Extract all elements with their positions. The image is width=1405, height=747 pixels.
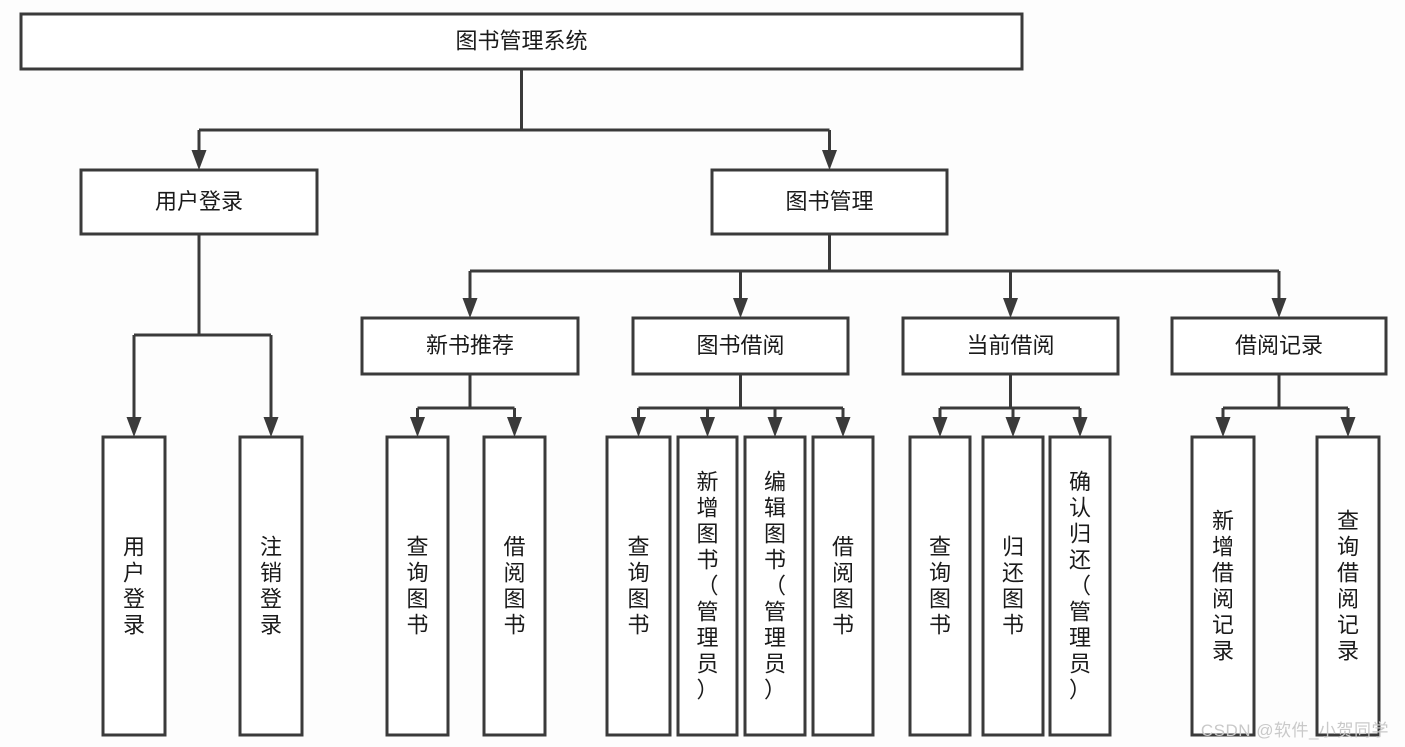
arrow-head-icon: [1340, 417, 1356, 437]
node-box[interactable]: [743, 435, 807, 737]
node-box[interactable]: [19, 12, 1024, 71]
node-label: 编辑图书（管理员）: [764, 469, 786, 702]
arrow-head-icon: [507, 417, 522, 437]
node-label: 查询图书: [929, 534, 951, 637]
arrow-head-icon: [700, 417, 715, 437]
node-label: 借阅记录: [1235, 333, 1323, 358]
node-label: 查询借阅记录: [1337, 508, 1359, 663]
node-box[interactable]: [1170, 316, 1388, 376]
node-leaf_7[interactable]: 借阅图书: [811, 435, 875, 737]
node-box[interactable]: [631, 316, 850, 376]
connector-group: [462, 234, 1287, 318]
arrow-head-icon: [1271, 298, 1287, 318]
node-box[interactable]: [605, 435, 672, 737]
node-label: 新书推荐: [426, 333, 514, 358]
arrow-head-icon: [835, 417, 851, 437]
node-l2_0[interactable]: 新书推荐: [360, 316, 580, 376]
connector-group: [631, 374, 851, 437]
arrow-head-icon: [733, 298, 748, 318]
node-box[interactable]: [908, 435, 972, 737]
arrow-head-icon: [767, 417, 783, 437]
node-leaf_6[interactable]: 编辑图书（管理员）: [743, 435, 807, 737]
node-leaf_2[interactable]: 查询图书: [385, 435, 450, 737]
node-leaf_0[interactable]: 用户登录: [101, 435, 167, 737]
node-l2_3[interactable]: 借阅记录: [1170, 316, 1388, 376]
node-root[interactable]: 图书管理系统: [19, 12, 1024, 71]
node-leaf_1[interactable]: 注销登录: [238, 435, 304, 737]
node-leaf_12[interactable]: 查询借阅记录: [1315, 435, 1381, 737]
node-label: 新增图书（管理员）: [696, 469, 718, 702]
connector-group: [1215, 374, 1356, 437]
node-leaf_11[interactable]: 新增借阅记录: [1190, 435, 1256, 737]
arrow-head-icon: [932, 417, 948, 437]
node-leaf_4[interactable]: 查询图书: [605, 435, 672, 737]
node-label: 借阅图书: [832, 534, 854, 637]
connector-group: [932, 374, 1088, 437]
node-l2_2[interactable]: 当前借阅: [901, 316, 1120, 376]
node-box[interactable]: [981, 435, 1045, 737]
node-box[interactable]: [79, 168, 319, 236]
node-box[interactable]: [811, 435, 875, 737]
arrow-head-icon: [126, 417, 142, 437]
node-label: 图书借阅: [696, 333, 784, 358]
node-leaf_10[interactable]: 确认归还（管理员）: [1048, 435, 1112, 737]
node-box[interactable]: [101, 435, 167, 737]
node-box[interactable]: [360, 316, 580, 376]
node-label: 查询图书: [406, 534, 428, 637]
node-label: 借阅图书: [503, 534, 525, 637]
node-box[interactable]: [1048, 435, 1112, 737]
arrow-head-icon: [462, 298, 478, 318]
node-label: 图书管理: [785, 189, 873, 214]
node-leaf_3[interactable]: 借阅图书: [482, 435, 547, 737]
node-box[interactable]: [1190, 435, 1256, 737]
arrow-head-icon: [410, 417, 425, 437]
node-box[interactable]: [1315, 435, 1381, 737]
node-box[interactable]: [482, 435, 547, 737]
arrow-head-icon: [1215, 417, 1231, 437]
node-l1_1[interactable]: 图书管理: [710, 168, 949, 236]
node-box[interactable]: [676, 435, 739, 737]
node-label: 用户登录: [123, 534, 145, 637]
node-label: 查询图书: [627, 534, 649, 637]
node-leaf_9[interactable]: 归还图书: [981, 435, 1045, 737]
arrow-head-icon: [1072, 417, 1088, 437]
connector-layer: [126, 69, 1356, 437]
arrow-head-icon: [822, 150, 837, 170]
connector-group: [410, 374, 522, 437]
node-box[interactable]: [710, 168, 949, 236]
connector-group: [191, 69, 837, 170]
node-l2_1[interactable]: 图书借阅: [631, 316, 850, 376]
connector-group: [126, 234, 279, 437]
arrow-head-icon: [1003, 298, 1018, 318]
node-box[interactable]: [238, 435, 304, 737]
node-label: 当前借阅: [966, 333, 1054, 358]
node-label: 图书管理系统: [455, 28, 587, 53]
arrow-head-icon: [263, 417, 279, 437]
arrow-head-icon: [191, 150, 207, 170]
node-label: 注销登录: [260, 534, 282, 637]
node-leaf_8[interactable]: 查询图书: [908, 435, 972, 737]
node-leaf_5[interactable]: 新增图书（管理员）: [676, 435, 739, 737]
arrow-head-icon: [1005, 417, 1021, 437]
node-label: 新增借阅记录: [1212, 508, 1234, 663]
node-label: 确认归还（管理员）: [1069, 469, 1091, 702]
node-box[interactable]: [385, 435, 450, 737]
node-l1_0[interactable]: 用户登录: [79, 168, 319, 236]
arrow-head-icon: [631, 417, 646, 437]
node-label: 归还图书: [1002, 534, 1024, 637]
node-layer: 图书管理系统用户登录图书管理新书推荐图书借阅当前借阅借阅记录用户登录注销登录查询…: [19, 12, 1388, 737]
node-label: 用户登录: [155, 189, 243, 214]
node-box[interactable]: [901, 316, 1120, 376]
